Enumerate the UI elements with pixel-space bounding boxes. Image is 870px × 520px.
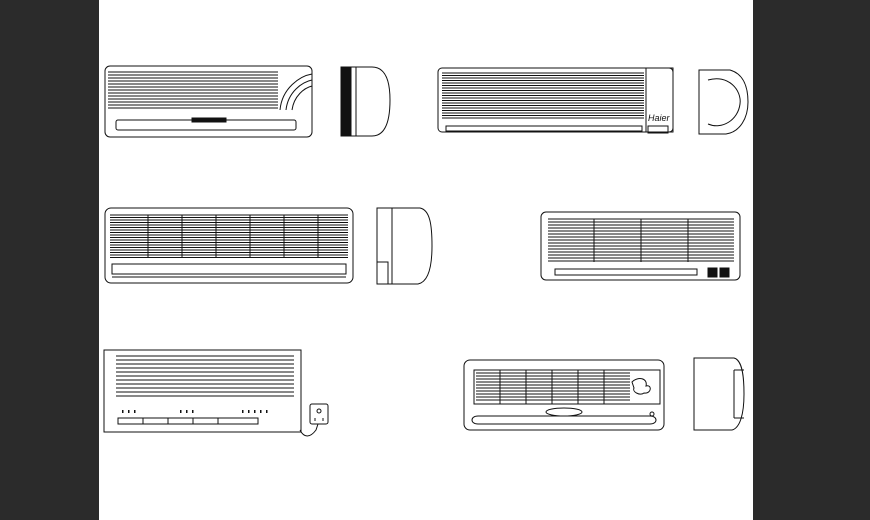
indicator-dot (128, 410, 130, 413)
indicator-dot (248, 410, 250, 413)
unit-4-front (540, 211, 741, 281)
unit-5-front (103, 349, 329, 437)
indicator-dot (192, 410, 194, 413)
unit-2-side (698, 69, 749, 135)
indicator-dot (122, 410, 124, 413)
indicator-dot (134, 410, 136, 413)
indicator-dot (260, 410, 262, 413)
unit-3-side (376, 207, 433, 285)
brand-logo: Haier (648, 113, 671, 123)
unit-6-side (693, 357, 745, 431)
indicator-dot (266, 410, 268, 413)
indicator-dot (186, 410, 188, 413)
unit-2-front: Haier (437, 67, 674, 134)
indicator-dot (242, 410, 244, 413)
indicator-dot (254, 410, 256, 413)
unit-1-side (340, 66, 391, 137)
wall-plug-icon (309, 403, 329, 425)
unit-1-front (104, 65, 313, 138)
unit-3-front (104, 207, 354, 284)
unit-6-front (463, 359, 665, 431)
indicator-dot (180, 410, 182, 413)
